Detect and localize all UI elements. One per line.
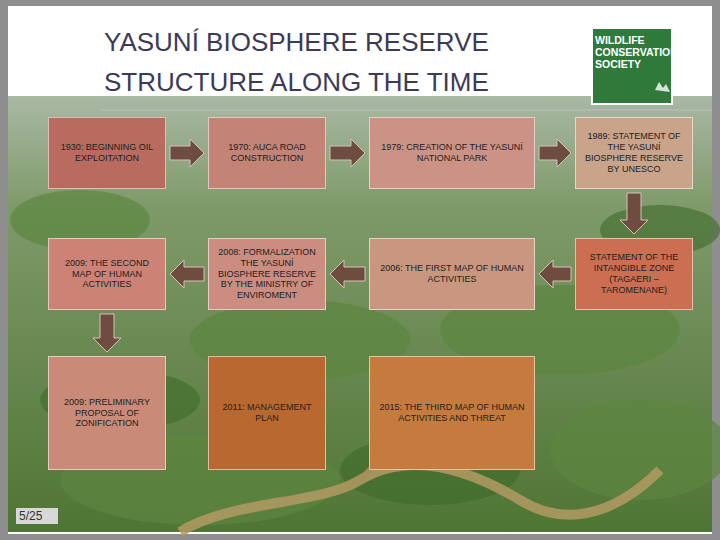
box-text: 2006: THE FIRST MAP OF HUMAN ACTIVITIES <box>376 263 528 285</box>
box-text: 1979: CREATION OF THE YASUNÍ NATIONAL PA… <box>376 142 528 164</box>
milestone-box: 2009: THE SECOND MAP OF HUMAN ACTIVITIES <box>48 238 166 310</box>
block-arrow <box>330 260 365 288</box>
logo-text: WILDLIFE CONSERVATION SOCIETY <box>595 34 669 70</box>
milestone-box: 2008: FORMALIZATION THE YASUNÍ BIOSPHERE… <box>208 238 326 310</box>
milestone-box: 2011: MANAGEMENT PLAN <box>208 356 326 470</box>
milestone-box: STATEMENT OF THE INTANGIBLE ZONE (TAGAER… <box>575 238 693 310</box>
box-text: 2011: MANAGEMENT PLAN <box>215 402 319 424</box>
box-text: 1970: AUCA ROAD CONSTRUCTION <box>215 142 319 164</box>
milestone-box: 1979: CREATION OF THE YASUNÍ NATIONAL PA… <box>369 117 535 189</box>
milestone-box: 2009: PRELIMINARY PROPOSAL OF ZONIFICATI… <box>48 356 166 470</box>
box-text: 2008: FORMALIZATION THE YASUNÍ BIOSPHERE… <box>215 247 319 301</box>
block-arrow <box>539 139 571 167</box>
milestone-box: 1930: BEGINNING OIL EXPLOITATION <box>48 117 166 189</box>
block-arrow <box>620 193 648 234</box>
slide-title: YASUNÍ BIOSPHERE RESERVE STRUCTURE ALONG… <box>104 22 584 102</box>
block-arrow <box>170 139 204 167</box>
box-text: 2009: PRELIMINARY PROPOSAL OF ZONIFICATI… <box>55 397 159 429</box>
page-number: 5/25 <box>16 508 58 524</box>
box-text: 1930: BEGINNING OIL EXPLOITATION <box>55 142 159 164</box>
box-text: 2009: THE SECOND MAP OF HUMAN ACTIVITIES <box>55 258 159 290</box>
milestone-box: 1970: AUCA ROAD CONSTRUCTION <box>208 117 326 189</box>
box-text: 2015: THE THIRD MAP OF HUMAN ACTIVITIES … <box>376 402 528 424</box>
block-arrow <box>170 260 204 288</box>
milestone-box: 2006: THE FIRST MAP OF HUMAN ACTIVITIES <box>369 238 535 310</box>
milestone-box: 1989: STATEMENT OF THE YASUNÍ BIOSPHERE … <box>575 117 693 189</box>
block-arrow <box>539 260 571 288</box>
block-arrow <box>93 314 121 352</box>
milestone-box: 2015: THE THIRD MAP OF HUMAN ACTIVITIES … <box>369 356 535 470</box>
block-arrow <box>330 139 365 167</box>
box-text: 1989: STATEMENT OF THE YASUNÍ BIOSPHERE … <box>582 131 686 174</box>
box-text: STATEMENT OF THE INTANGIBLE ZONE (TAGAER… <box>582 252 686 295</box>
